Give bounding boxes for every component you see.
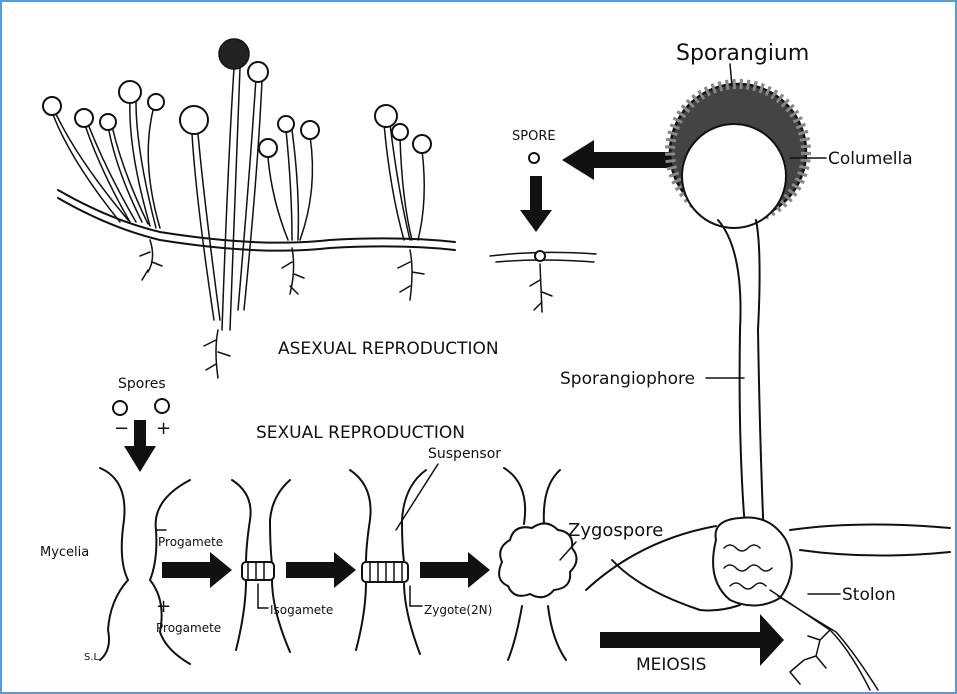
progamete-bottom-label: Progamete bbox=[156, 621, 221, 635]
down-arrow-spore bbox=[520, 176, 552, 232]
arrow-stage3-4 bbox=[420, 552, 490, 588]
spores-label: Spores bbox=[118, 376, 166, 392]
progamete-top-label: Progamete bbox=[158, 535, 223, 549]
sporangiophore-label: Sporangiophore bbox=[560, 369, 695, 389]
spore-label: SPORE bbox=[512, 129, 556, 144]
columella-label: Columella bbox=[828, 149, 913, 169]
spore bbox=[529, 153, 539, 163]
corner-mark: S.L bbox=[84, 652, 100, 663]
arrow-stage2-3 bbox=[286, 552, 356, 588]
large-sporangium bbox=[670, 84, 806, 540]
stage-isogametes bbox=[232, 480, 290, 652]
plus-spore bbox=[155, 399, 169, 413]
suspensor-label: Suspensor bbox=[428, 446, 501, 462]
meiosis-label: MEIOSIS bbox=[636, 655, 706, 675]
left-arrow-to-spore bbox=[562, 140, 672, 180]
isogamete-label: Isogamete bbox=[270, 603, 333, 617]
asexual-label: ASEXUAL REPRODUCTION bbox=[278, 339, 499, 359]
minus-sign: − bbox=[114, 418, 129, 439]
stage-zygote bbox=[350, 470, 426, 654]
plus-bottom-label: + bbox=[156, 596, 171, 617]
arrow-stage1-2 bbox=[162, 552, 232, 588]
stage-zygospore bbox=[499, 468, 576, 660]
mycelia-label: Mycelia bbox=[40, 545, 89, 560]
columella bbox=[682, 124, 786, 228]
germinating-spore bbox=[490, 251, 596, 312]
minus-spore bbox=[113, 401, 127, 415]
stolon-label: Stolon bbox=[842, 585, 896, 605]
zygote-label: Zygote(2N) bbox=[424, 603, 492, 617]
zygospore-label: Zygospore bbox=[568, 520, 663, 541]
plus-sign: + bbox=[156, 418, 171, 439]
sexual-label: SEXUAL REPRODUCTION bbox=[256, 423, 465, 443]
sporangium-label: Sporangium bbox=[676, 41, 809, 66]
